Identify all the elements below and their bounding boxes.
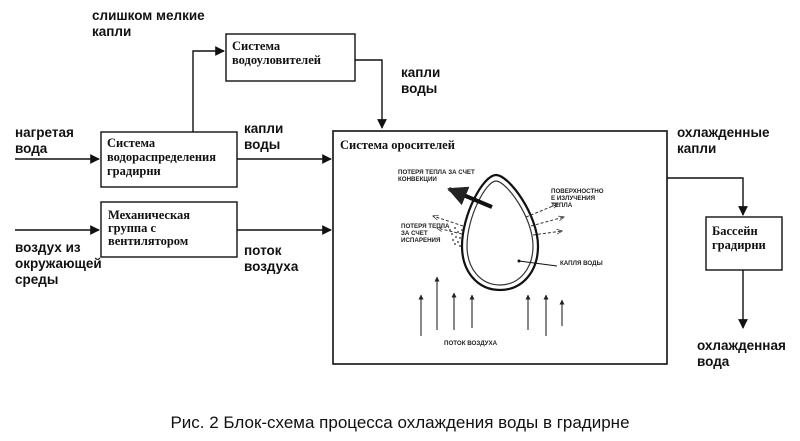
figure-caption: Рис. 2 Блок-схема процесса охлаждения во… bbox=[170, 413, 629, 432]
label-cooled-water: охлажденная вода bbox=[697, 338, 790, 369]
box-sprinklers bbox=[332, 130, 668, 365]
drop-outer-outline bbox=[460, 173, 540, 292]
arrow-eliminators-to-sprinklers bbox=[355, 59, 387, 129]
label-air-flow: поток воздуха bbox=[244, 243, 299, 274]
label-ambient-air: воздух из окружающей среды bbox=[15, 240, 105, 287]
label-too-small-drops: слишком мелкие капли bbox=[92, 8, 208, 39]
label-radiation: ПОВЕРХНОСТНО Е ИЗЛУЧЕНИЯ ТЕПЛА bbox=[551, 188, 605, 209]
text-fan: Механическая группа с вентилятором bbox=[108, 208, 193, 248]
label-drops-mid: капли воды bbox=[244, 121, 287, 152]
box-eliminators bbox=[225, 33, 356, 82]
evaporation-arrow-2 bbox=[437, 228, 463, 235]
airflow-arrows bbox=[418, 276, 565, 336]
box-fan bbox=[100, 201, 238, 258]
evaporation-arrow-1 bbox=[433, 216, 464, 227]
text-sprinklers: Система оросителей bbox=[340, 138, 455, 152]
label-convection: ПОТЕРЯ ТЕПЛА ЗА СЧЕТ КОНВЕКЦИИ bbox=[398, 169, 477, 183]
evaporation-dots bbox=[449, 227, 463, 247]
convection-arrow bbox=[447, 186, 493, 209]
label-heated-water: нагретая вода bbox=[15, 125, 78, 156]
text-distribution: Система водораспределения градирни bbox=[107, 136, 219, 178]
radiation-arrow-1 bbox=[525, 204, 558, 218]
label-inset-airflow: ПОТОК ВОЗДУХА bbox=[444, 340, 498, 347]
label-drops-top: капли воды bbox=[401, 65, 444, 96]
label-drop: КАПЛЯ ВОДЫ bbox=[560, 260, 603, 267]
drop-inner-outline bbox=[466, 180, 534, 286]
arrow-to-basin bbox=[667, 177, 748, 216]
text-eliminators: Система водоуловителей bbox=[232, 39, 321, 67]
label-evaporation: ПОТЕРЯ ТЕПЛА ЗА СЧЕТ ИСПАРЕНИЯ bbox=[401, 223, 451, 244]
arrow-to-eliminators bbox=[192, 46, 225, 132]
box-basin bbox=[705, 216, 783, 271]
label-cooled-drops: охлажденные капли bbox=[677, 125, 773, 156]
drop-pointer-line bbox=[518, 260, 558, 267]
text-basin: Бассейн градирни bbox=[712, 224, 766, 252]
radiation-arrow-2 bbox=[530, 217, 564, 227]
box-distribution bbox=[100, 131, 238, 188]
water-drop-illustration: ПОТЕРЯ ТЕПЛА ЗА СЧЕТ КОНВЕКЦИИ ПОВЕРХНОС… bbox=[398, 169, 605, 347]
